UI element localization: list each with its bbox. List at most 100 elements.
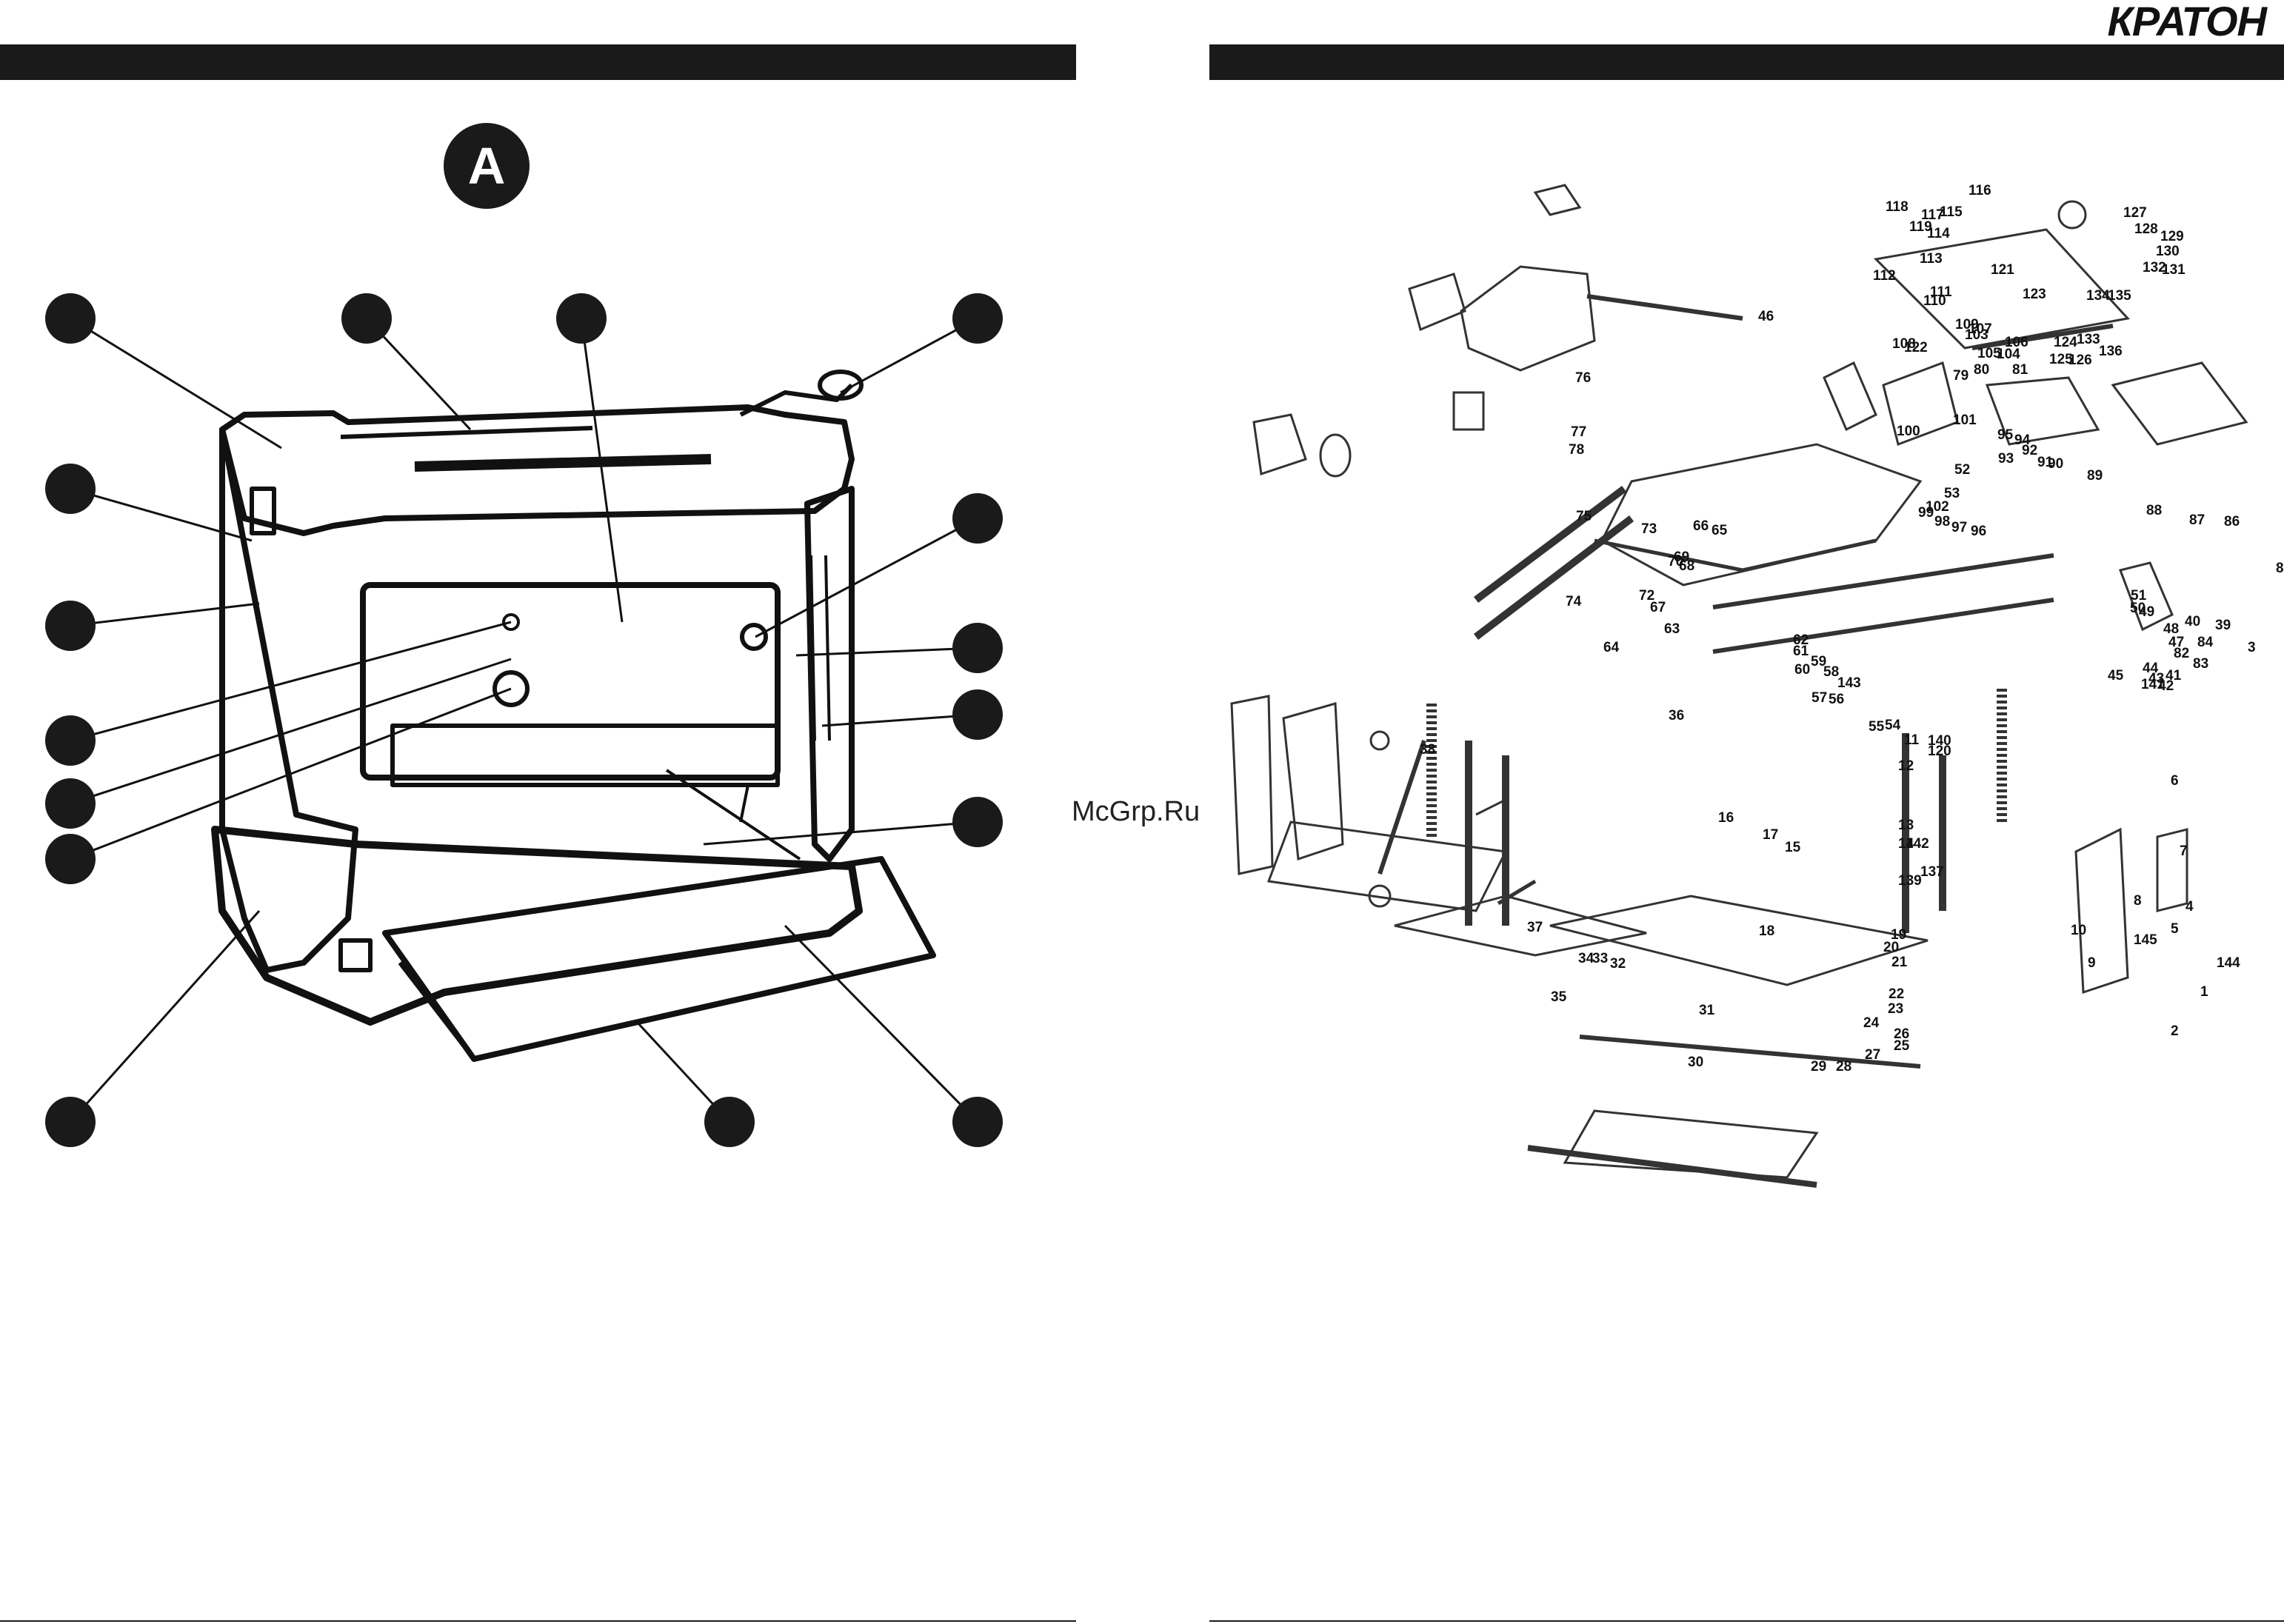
- part-number-16: 16: [1718, 810, 1734, 826]
- part-number-13: 13: [1898, 818, 1914, 833]
- part-number-15: 15: [1785, 840, 1801, 855]
- part-number-70: 70: [1668, 554, 1683, 569]
- part-number-76: 76: [1575, 370, 1591, 386]
- part-number-93: 93: [1998, 451, 2014, 467]
- part-number-30: 30: [1688, 1055, 1703, 1070]
- part-number-25: 25: [1894, 1038, 1910, 1054]
- part-number-41: 41: [2166, 668, 2182, 684]
- part-number-34: 34: [1578, 951, 1595, 966]
- part-number-37: 37: [1527, 920, 1543, 935]
- part-number-56: 56: [1829, 692, 1844, 707]
- part-number-143: 143: [1837, 675, 1861, 691]
- figure-a-letter: A: [468, 137, 506, 195]
- part-number-7: 7: [2180, 843, 2188, 859]
- part-number-63: 63: [1664, 621, 1680, 637]
- part-number-44: 44: [2143, 661, 2159, 676]
- part-number-140: 140: [1928, 733, 1951, 749]
- part-number-92: 92: [2022, 443, 2037, 458]
- part-number-72: 72: [1639, 588, 1654, 604]
- part-number-91: 91: [2037, 455, 2054, 470]
- part-number-77: 77: [1571, 424, 1586, 440]
- part-number-38: 38: [1420, 742, 1435, 758]
- part-number-115: 115: [1940, 204, 1963, 220]
- brand-logo: КРАТОН: [2107, 0, 2267, 44]
- part-number-130: 130: [2156, 244, 2180, 259]
- part-number-87: 87: [2189, 512, 2205, 528]
- part-number-4: 4: [2186, 899, 2194, 915]
- part-number-127: 127: [2123, 205, 2147, 221]
- part-number-131: 131: [2162, 262, 2186, 278]
- callout-marker: [45, 715, 96, 766]
- callout-marker: [45, 601, 96, 651]
- left-header-bar: [0, 44, 1076, 80]
- part-number-67: 67: [1650, 600, 1666, 615]
- part-number-68: 68: [1679, 558, 1694, 574]
- part-number-144: 144: [2217, 955, 2240, 971]
- part-number-23: 23: [1888, 1001, 1903, 1017]
- part-number-83: 83: [2193, 656, 2208, 672]
- part-number-145: 145: [2134, 932, 2157, 948]
- part-number-74: 74: [1566, 594, 1582, 609]
- exploded-part-outlines: [1230, 184, 2248, 1188]
- right-footer-rule: [1209, 1620, 2284, 1622]
- part-number-27: 27: [1865, 1047, 1880, 1063]
- part-number-29: 29: [1811, 1059, 1826, 1075]
- part-number-35: 35: [1551, 989, 1567, 1005]
- part-number-39: 39: [2215, 618, 2231, 633]
- part-number-128: 128: [2134, 221, 2158, 237]
- part-number-17: 17: [1763, 827, 1778, 843]
- part-number-18: 18: [1759, 923, 1774, 939]
- part-number-64: 64: [1603, 640, 1620, 655]
- part-number-132: 132: [2143, 260, 2166, 275]
- part-number-8: 8: [2134, 893, 2142, 909]
- part-number-108: 108: [1892, 336, 1916, 352]
- callout-lines: [69, 317, 979, 1123]
- part-number-2: 2: [2171, 1023, 2179, 1039]
- part-number-10: 10: [2071, 923, 2086, 938]
- part-number-94: 94: [2014, 432, 2031, 448]
- callout-marker: [45, 464, 96, 514]
- part-number-82: 82: [2174, 646, 2189, 661]
- part-number-137: 137: [1920, 864, 1944, 880]
- callout-marker: [45, 834, 96, 884]
- part-number-104: 104: [1997, 347, 2020, 362]
- part-number-24: 24: [1863, 1015, 1880, 1031]
- figure-a-diagram: A: [45, 123, 1003, 1147]
- part-number-32: 32: [1610, 956, 1626, 972]
- part-number-19: 19: [1891, 927, 1906, 943]
- callout-marker: [45, 293, 96, 344]
- part-number-89: 89: [2087, 468, 2103, 484]
- part-number-99: 99: [1918, 505, 1934, 521]
- part-number-58: 58: [1823, 664, 1839, 680]
- callout-marker: [45, 778, 96, 829]
- callout-markers: [45, 293, 1003, 1147]
- part-number-73: 73: [1641, 521, 1657, 537]
- part-number-129: 129: [2160, 229, 2184, 244]
- part-number-80: 80: [1974, 362, 1989, 378]
- part-number-100: 100: [1897, 424, 1920, 439]
- part-number-43: 43: [2148, 671, 2164, 686]
- part-number-107: 107: [1969, 321, 1992, 337]
- part-number-116: 116: [1969, 183, 1991, 198]
- part-number-142: 142: [1906, 836, 1929, 852]
- part-number-53: 53: [1944, 486, 1960, 501]
- part-number-57: 57: [1811, 690, 1827, 706]
- callout-marker: [952, 689, 1003, 740]
- part-number-33: 33: [1592, 951, 1608, 966]
- part-number-22: 22: [1889, 986, 1904, 1002]
- part-number-47: 47: [2168, 635, 2184, 650]
- part-number-60: 60: [1794, 662, 1810, 678]
- part-number-101: 101: [1953, 412, 1977, 428]
- callout-marker: [341, 293, 392, 344]
- part-number-5: 5: [2171, 921, 2179, 937]
- callout-marker: [952, 1097, 1003, 1147]
- part-number-125: 125: [2049, 352, 2073, 367]
- callout-marker: [45, 1097, 96, 1147]
- part-number-20: 20: [1883, 940, 1899, 955]
- part-number-51: 51: [2131, 588, 2147, 604]
- part-number-40: 40: [2185, 614, 2200, 629]
- part-number-86: 86: [2224, 514, 2240, 529]
- part-number-75: 75: [1576, 509, 1592, 524]
- part-number-141: 141: [2141, 677, 2165, 692]
- part-number-88: 88: [2146, 503, 2162, 518]
